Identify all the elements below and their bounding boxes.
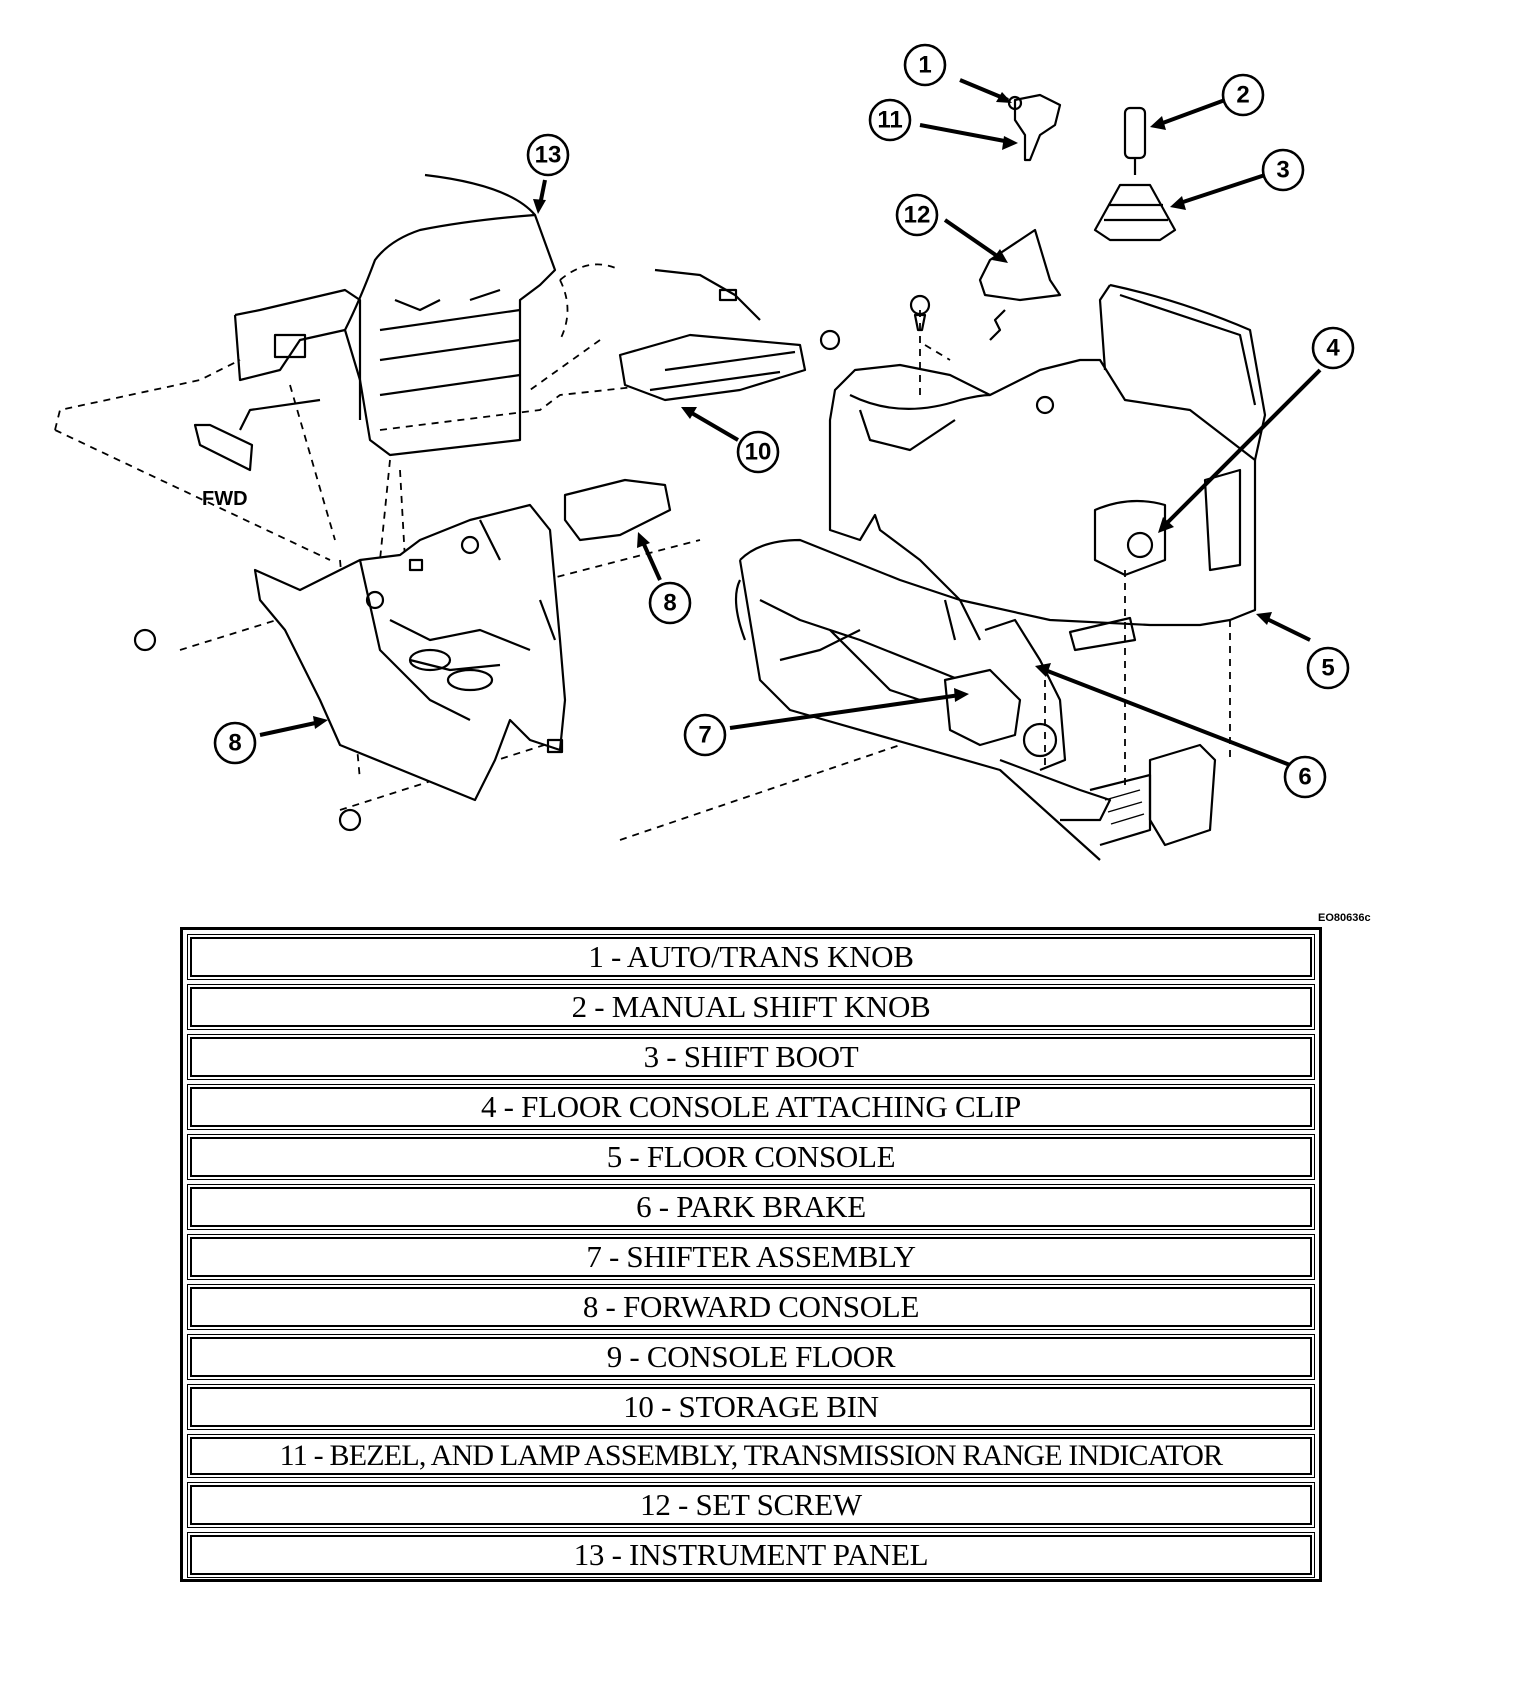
svg-text:7: 7 <box>698 722 711 749</box>
screw-icons <box>133 294 931 832</box>
floor-console-drawing <box>828 283 1267 652</box>
callout-14: 13 <box>526 133 570 177</box>
legend-row: 6 - PARK BRAKE <box>187 1184 1315 1230</box>
svg-text:3: 3 <box>1276 157 1289 184</box>
callout-10: 8 <box>648 581 692 625</box>
fwd-panel-drawing <box>193 423 254 472</box>
callout-6: 6 <box>1283 755 1327 799</box>
svg-text:5: 5 <box>1321 655 1334 682</box>
callout-8: 88 <box>213 721 257 765</box>
callout-3: 3 <box>1261 148 1305 192</box>
exploded-parts-diagram: 1 11 2 3 12 13 4 10 8 5 7 6 88 <box>54 43 1355 861</box>
svg-text:1: 1 <box>918 52 931 79</box>
callout-13: 11 <box>868 98 912 142</box>
legend-row: 8 - FORWARD CONSOLE <box>187 1284 1315 1330</box>
svg-text:11: 11 <box>877 107 902 134</box>
fwd-label: FWD <box>202 488 248 510</box>
storage-bin-drawing <box>563 478 672 542</box>
svg-text:6: 6 <box>1298 764 1311 791</box>
legend-row: 3 - SHIFT BOOT <box>187 1034 1315 1080</box>
bezel-lamp-assembly-drawing <box>618 268 807 402</box>
callout-11: 10 <box>736 430 780 474</box>
legend-row: 7 - SHIFTER ASSEMBLY <box>187 1234 1315 1280</box>
instrument-panel-drawing <box>233 173 557 457</box>
legend-row: 1 - AUTO/TRANS KNOB <box>187 934 1315 980</box>
auto-trans-knob-drawing <box>1007 93 1062 162</box>
legend-row: 12 - SET SCREW <box>187 1482 1315 1528</box>
svg-text:13: 13 <box>535 142 562 169</box>
legend-row: 5 - FLOOR CONSOLE <box>187 1134 1315 1180</box>
set-screw-plate-drawing <box>978 228 1062 341</box>
legend-row: 13 - INSTRUMENT PANEL <box>187 1532 1315 1578</box>
callout-2: 2 <box>1221 73 1265 117</box>
callout-arrows <box>259 78 1322 767</box>
legend-row: 2 - MANUAL SHIFT KNOB <box>187 984 1315 1030</box>
svg-text:10: 10 <box>745 439 772 466</box>
callout-1: 1 <box>903 43 947 87</box>
callout-7: 7 <box>683 713 727 757</box>
manual-shift-knob-drawing <box>1123 106 1147 175</box>
legend-row: 11 - BEZEL, AND LAMP ASSEMBLY, TRANSMISS… <box>187 1434 1315 1478</box>
svg-text:2: 2 <box>1236 82 1249 109</box>
shifter-park-brake-drawing <box>734 538 1217 861</box>
console-floor-outline <box>54 263 901 841</box>
callout-5: 5 <box>1306 646 1350 690</box>
drawing-code: EO­80636c <box>1318 912 1371 924</box>
callout-4: 4 <box>1311 326 1355 370</box>
svg-text:4: 4 <box>1326 335 1340 362</box>
legend-row: 4 - FLOOR CONSOLE ATTACHING CLIP <box>187 1084 1315 1130</box>
legend-row: 9 - CONSOLE FLOOR <box>187 1334 1315 1380</box>
svg-text:8: 8 <box>228 730 241 757</box>
legend-table: 1 - AUTO/TRANS KNOB 2 - MANUAL SHIFT KNO… <box>180 927 1322 1582</box>
forward-console-drawing <box>253 503 567 802</box>
svg-text:12: 12 <box>904 202 931 229</box>
legend-row: 10 - STORAGE BIN <box>187 1384 1315 1430</box>
shift-boot-drawing <box>1093 183 1177 242</box>
callout-12: 12 <box>895 193 939 237</box>
svg-text:8: 8 <box>663 590 676 617</box>
